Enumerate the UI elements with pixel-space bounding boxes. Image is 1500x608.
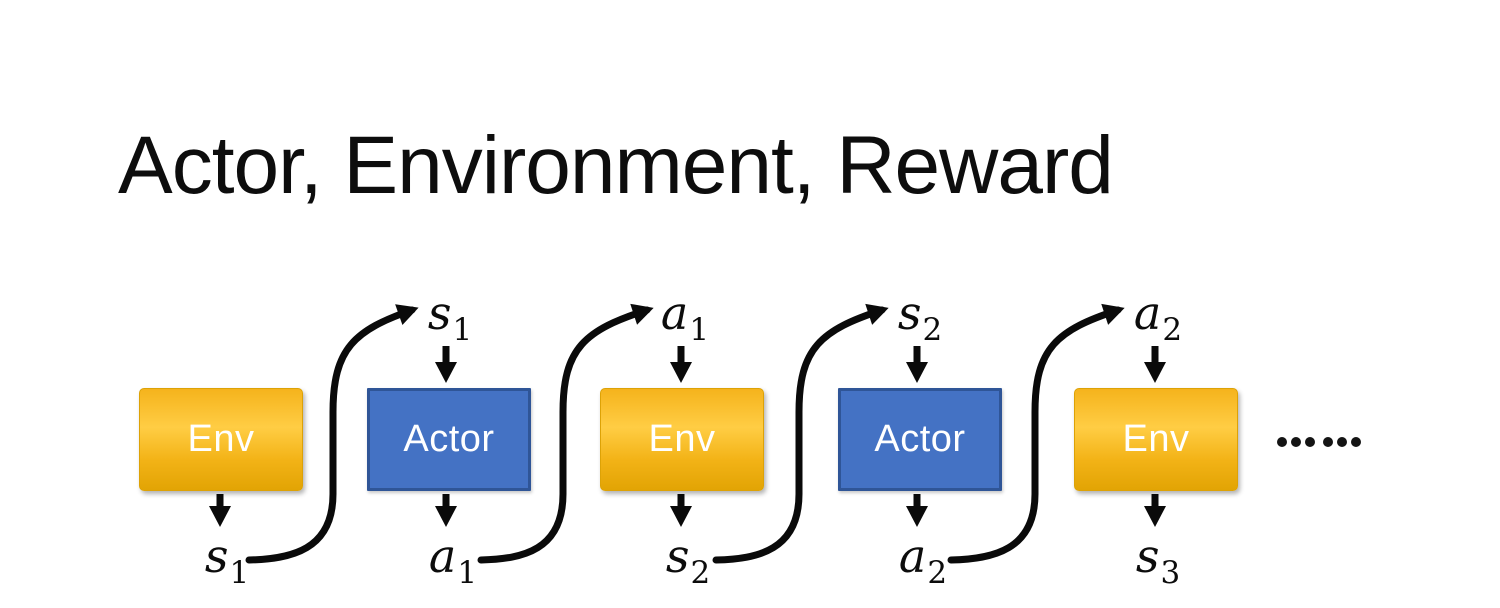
env-box-2-label: Env — [648, 418, 716, 460]
bottom-label-a2: a2 — [899, 533, 947, 596]
top-label-s1-base: s — [427, 286, 452, 340]
ellipsis-dots — [1277, 437, 1365, 447]
bottom-label-a2-base: a — [898, 529, 927, 583]
actor-box-2-label: Actor — [874, 418, 966, 460]
top-label-a1-base: a — [660, 286, 689, 340]
bottom-label-s2: s2 — [666, 533, 710, 596]
bottom-label-s2-sub: 2 — [690, 555, 711, 591]
curve-arrow-a1 — [477, 303, 654, 564]
dot — [1351, 437, 1361, 447]
top-label-s2: s2 — [898, 290, 942, 353]
top-label-s1: s1 — [428, 290, 472, 353]
actor-box-1-label: Actor — [403, 418, 495, 460]
bottom-label-a1-base: a — [428, 529, 457, 583]
top-label-s2-sub: 2 — [922, 312, 943, 348]
bottom-label-s1-base: s — [204, 529, 229, 583]
top-label-s1-sub: 1 — [452, 312, 473, 348]
bottom-label-a1: a1 — [429, 533, 477, 596]
bottom-label-s3-base: s — [1135, 529, 1160, 583]
slide-title: Actor, Environment, Reward — [118, 120, 1114, 211]
curve-arrow-a2 — [947, 303, 1125, 564]
dot — [1323, 437, 1333, 447]
dot — [1291, 437, 1301, 447]
bottom-label-a2-sub: 2 — [927, 555, 948, 591]
actor-box-2: Actor — [838, 388, 1002, 491]
actor-box-1: Actor — [367, 388, 531, 491]
env-box-2: Env — [600, 388, 764, 491]
curve-arrow-s1 — [245, 304, 419, 564]
top-label-a2-base: a — [1133, 286, 1162, 340]
dot — [1277, 437, 1287, 447]
env-box-3: Env — [1074, 388, 1238, 491]
bottom-label-a1-sub: 1 — [457, 555, 478, 591]
dot — [1337, 437, 1347, 447]
env-box-1-label: Env — [187, 418, 255, 460]
top-label-a2-sub: 2 — [1162, 312, 1183, 348]
bottom-label-s1: s1 — [205, 533, 249, 596]
top-label-a1: a1 — [661, 290, 709, 353]
env-box-3-label: Env — [1122, 418, 1190, 460]
dot — [1305, 437, 1315, 447]
top-label-a1-sub: 1 — [689, 312, 710, 348]
top-label-s2-base: s — [897, 286, 922, 340]
top-label-a2: a2 — [1134, 290, 1182, 353]
bottom-label-s2-base: s — [665, 529, 690, 583]
bottom-label-s3: s3 — [1136, 533, 1180, 596]
curve-arrow-s2 — [712, 303, 889, 564]
bottom-label-s3-sub: 3 — [1160, 555, 1181, 591]
env-box-1: Env — [139, 388, 303, 491]
bottom-label-s1-sub: 1 — [229, 555, 250, 591]
